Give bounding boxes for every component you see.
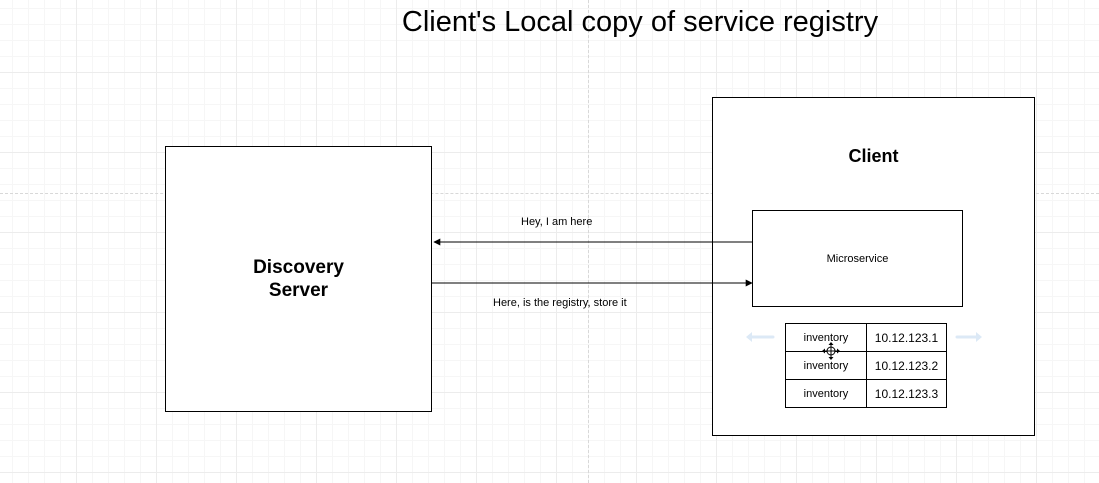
discovery-server-label: Discovery Server [229, 256, 369, 302]
selection-handle-left-icon[interactable] [746, 332, 775, 342]
discovery-server-box[interactable]: Discovery Server [165, 146, 432, 412]
discovery-server-label-line2: Server [268, 280, 329, 301]
registry-row: inventory 10.12.123.1 [785, 323, 947, 352]
client-label: Client [848, 146, 899, 166]
registry-service-cell[interactable]: inventory [785, 323, 867, 352]
register-edge-label: Hey, I am here [521, 216, 593, 228]
discovery-server-label-line1: Discovery [253, 257, 344, 278]
move-cursor-icon [822, 342, 840, 360]
microservice-label: Microservice [826, 252, 889, 265]
service-registry-table[interactable]: inventory 10.12.123.1 inventory 10.12.12… [785, 323, 947, 408]
registry-row: inventory 10.12.123.2 [785, 351, 947, 380]
canvas-guide-horizontal [0, 193, 1099, 194]
microservice-box[interactable]: Microservice [752, 210, 963, 307]
registry-response-edge-label: Here, is the registry, store it [493, 297, 627, 309]
registry-row: inventory 10.12.123.3 [785, 379, 947, 408]
selection-handle-right-icon[interactable] [955, 332, 982, 342]
diagram-title: Client's Local copy of service registry [401, 6, 879, 38]
registry-service-cell[interactable]: inventory [785, 379, 867, 408]
registry-ip-cell[interactable]: 10.12.123.1 [866, 323, 947, 352]
registry-ip-cell[interactable]: 10.12.123.3 [866, 379, 947, 408]
registry-ip-cell[interactable]: 10.12.123.2 [866, 351, 947, 380]
